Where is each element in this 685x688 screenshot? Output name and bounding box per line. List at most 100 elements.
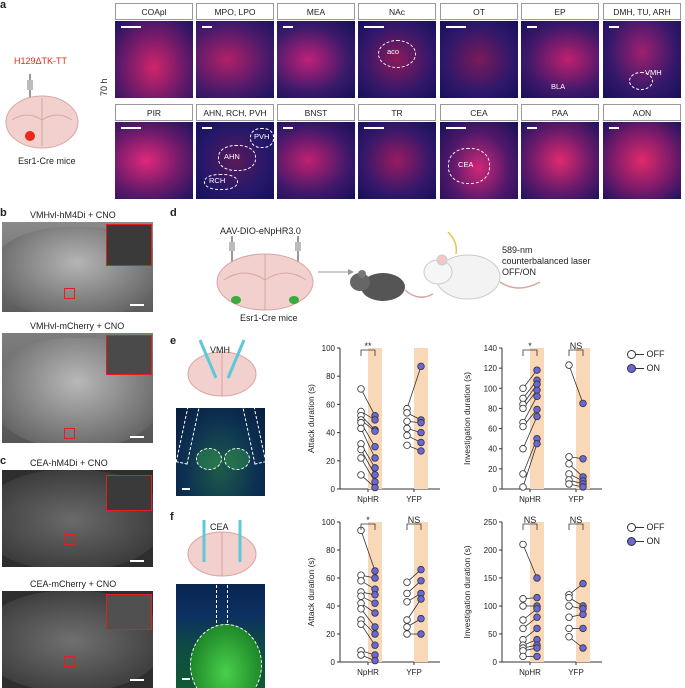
point-off-1-1 [565, 593, 573, 602]
mouse-line-d: Esr1-Cre mice [240, 313, 298, 323]
y-tick-label-1: 20 [326, 630, 335, 639]
point-on-0-4 [371, 442, 379, 451]
point-off-0-6 [357, 605, 365, 613]
pair-line-0-4 [522, 396, 538, 423]
sig-label-1: NS [408, 515, 421, 525]
point-on-0-9 [371, 483, 379, 492]
cea-outline [448, 148, 490, 184]
fiber-micrograph-f [176, 584, 265, 688]
y-tick-label-2: 40 [326, 602, 335, 611]
point-on-0-7 [371, 630, 379, 638]
pair-line-0-8 [360, 623, 376, 646]
legend-f-off: OFF [627, 522, 665, 536]
pair-line-1-0 [568, 364, 584, 404]
point-off-1-2 [565, 460, 573, 468]
pair-line-1-0 [406, 366, 422, 409]
point-on-1-0 [417, 565, 425, 574]
point-on-1-5 [417, 447, 425, 455]
row2-title-0: PIR [115, 104, 193, 121]
sig-bracket-0 [522, 349, 538, 356]
panel-label-d: d [170, 207, 177, 219]
row2-micrograph-0 [115, 122, 193, 199]
panel-label-a: a [0, 0, 7, 11]
point-on-0-8 [533, 439, 541, 448]
row2-scalebar-3 [364, 127, 384, 129]
row1-scalebar-1 [202, 26, 212, 28]
brain-illustration-d [216, 236, 314, 311]
y-tick-label-4: 80 [326, 546, 335, 555]
point-on-1-3 [417, 428, 425, 437]
sig-bracket-0 [522, 523, 538, 530]
inset-label-aco: aco [387, 47, 400, 56]
point-off-0-9 [357, 471, 365, 479]
point-off-0-8 [357, 620, 365, 628]
point-off-1-2 [403, 417, 411, 426]
point-off-1-4 [403, 623, 411, 631]
point-on-0-6 [371, 464, 379, 472]
point-on-1-4 [417, 614, 425, 623]
laser-band-1 [576, 348, 590, 489]
y-tick-label-0: 0 [493, 658, 498, 667]
point-on-1-0 [579, 579, 587, 588]
point-off-1-3 [403, 616, 411, 624]
sig-bracket-0 [360, 349, 376, 356]
point-off-1-1 [565, 453, 573, 461]
row1-title-0: COApl [115, 3, 193, 20]
row2-title-2: BNST [277, 104, 355, 121]
point-on-0-0 [533, 366, 541, 374]
point-off-0-2 [357, 577, 365, 585]
point-on-1-1 [417, 577, 425, 585]
pair-line-0-0 [522, 369, 538, 389]
micrograph-c-top [2, 470, 153, 567]
laser-band-0 [530, 522, 544, 662]
point-off-0-0 [519, 540, 527, 549]
y-tick-label-2: 40 [488, 445, 497, 454]
caption-b-bottom: VMHvl-mCherry + CNO [30, 321, 125, 331]
point-on-0-6 [533, 412, 541, 421]
point-off-1-0 [565, 361, 573, 369]
x-tick-label-1: YFP [568, 668, 584, 677]
point-on-0-3 [533, 605, 541, 613]
point-off-1-5 [565, 633, 573, 641]
row2-title-3: TR [358, 104, 436, 121]
laser-description: 589-nm counterbalanced laser OFF/ON [502, 245, 591, 277]
row1-title-1: MPO, LPO [196, 3, 274, 20]
row2-scalebar-5 [527, 127, 537, 129]
point-off-0-8 [357, 454, 365, 462]
point-off-0-9 [519, 652, 527, 661]
row2-scalebar-1 [202, 127, 212, 129]
x-tick-label-1: YFP [406, 668, 422, 677]
y-tick-label-3: 150 [484, 574, 498, 583]
point-off-1-1 [403, 589, 411, 598]
point-on-1-2 [417, 419, 425, 427]
pair-line-0-8 [360, 457, 376, 483]
point-off-1-2 [403, 598, 411, 606]
point-on-0-5 [533, 405, 541, 414]
sig-label-0: NS [524, 515, 537, 525]
point-on-0-8 [533, 644, 541, 652]
row1-micrograph-5 [521, 21, 599, 98]
fiber-micrograph-e [176, 408, 265, 496]
y-tick-label-7: 140 [484, 344, 498, 353]
y-tick-label-2: 40 [326, 429, 335, 438]
row2-scalebar-6 [609, 127, 619, 129]
row1-micrograph-1 [196, 21, 274, 98]
point-off-1-5 [565, 480, 573, 488]
micrograph-b-top [2, 222, 153, 312]
y-tick-label-4: 80 [488, 404, 497, 413]
point-on-0-9 [533, 652, 541, 661]
point-on-0-5 [533, 624, 541, 633]
point-on-0-4 [533, 613, 541, 621]
caption-c-top: CEA-hM4Di + CNO [30, 458, 108, 468]
sig-bracket-0 [360, 523, 376, 530]
point-off-0-0 [357, 385, 365, 393]
point-off-1-3 [565, 470, 573, 478]
pair-line-0-6 [522, 416, 538, 449]
y-tick-label-6: 120 [484, 364, 498, 373]
point-off-0-7 [357, 445, 365, 454]
y-axis-title: Investigation duration (s) [462, 372, 472, 465]
point-off-0-7 [519, 470, 527, 478]
point-on-0-1 [371, 574, 379, 582]
